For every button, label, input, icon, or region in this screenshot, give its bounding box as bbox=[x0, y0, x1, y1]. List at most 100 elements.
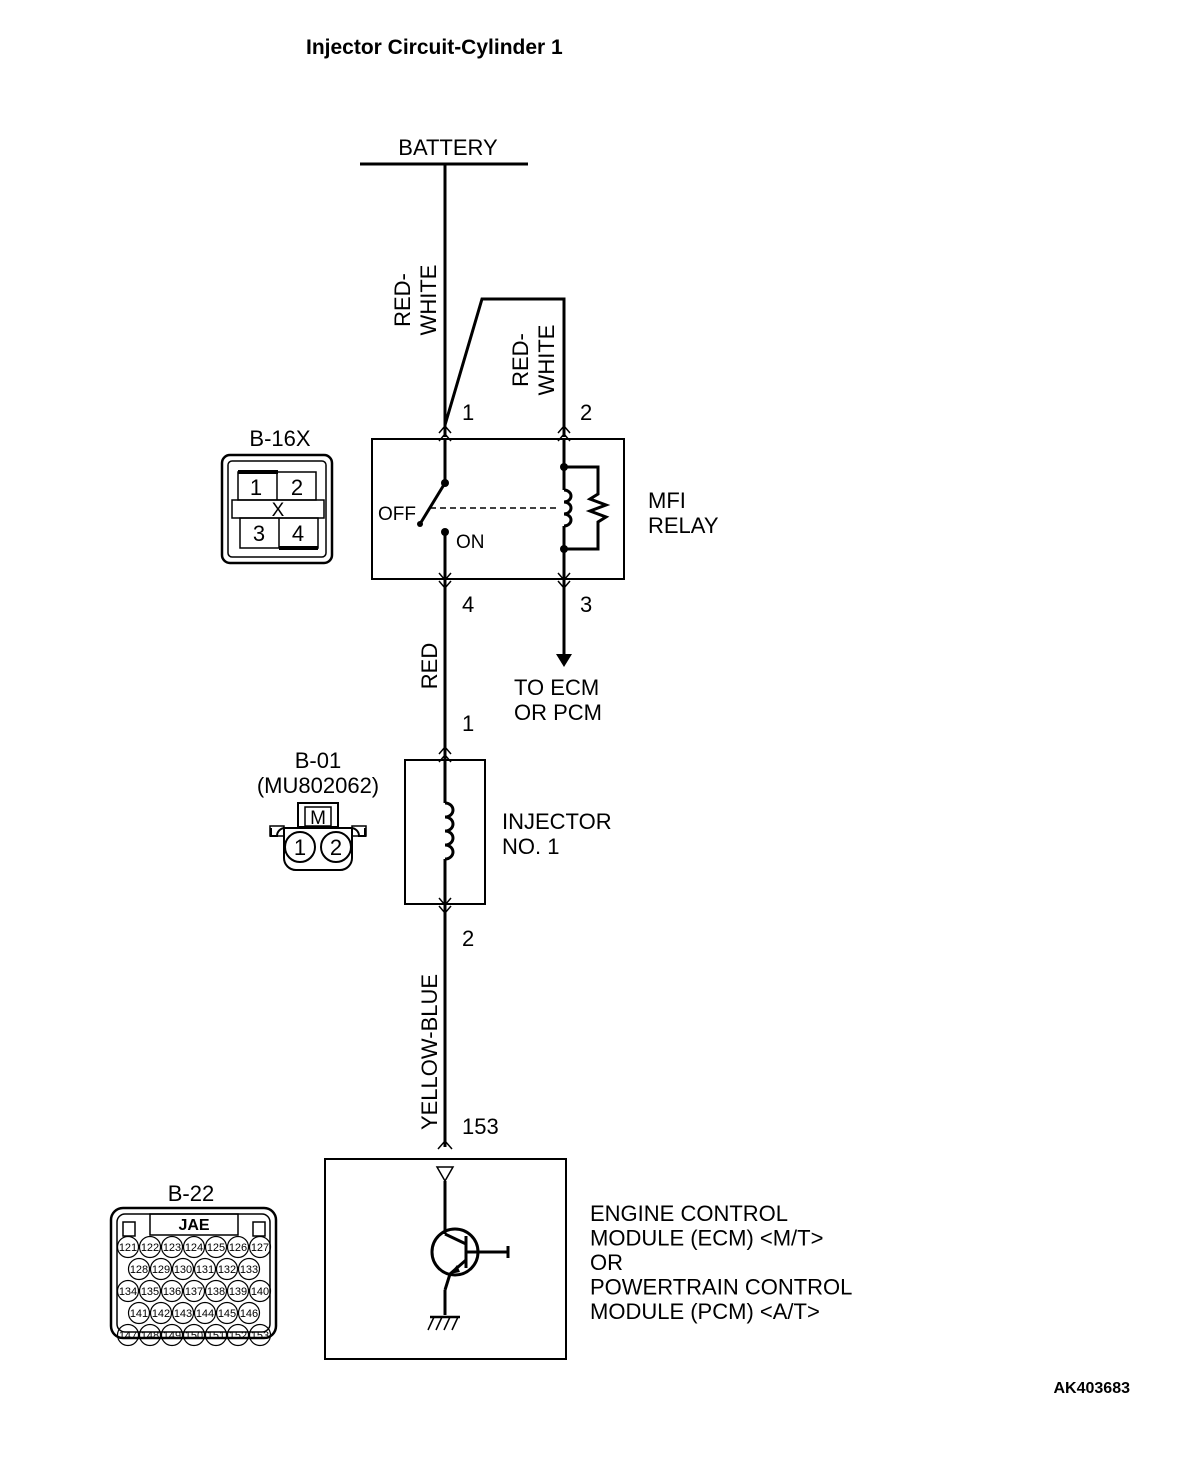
b01-label: B-01 bbox=[295, 748, 341, 773]
b22-pin-label: 122 bbox=[141, 1242, 159, 1254]
b22-pin-label: 141 bbox=[130, 1308, 148, 1320]
b22-pin bbox=[193, 1257, 217, 1281]
battery-label: BATTERY bbox=[398, 135, 498, 160]
b01-pin-1: 1 bbox=[294, 835, 306, 860]
b22-pin-label: 138 bbox=[207, 1286, 225, 1298]
b22-pin bbox=[171, 1301, 195, 1325]
b22-pin-label: 124 bbox=[185, 1242, 203, 1254]
b22-pin bbox=[116, 1323, 140, 1347]
diagram-title: Injector Circuit-Cylinder 1 bbox=[306, 36, 563, 59]
relay-coil bbox=[563, 488, 573, 528]
b22-pin bbox=[248, 1323, 272, 1347]
b22-pin-label: 132 bbox=[218, 1264, 236, 1276]
b22-pin-label: 142 bbox=[152, 1308, 170, 1320]
b22-pin bbox=[160, 1323, 184, 1347]
ecm-terminal-mark bbox=[437, 1139, 453, 1150]
b16x-pin-4: 4 bbox=[292, 521, 304, 546]
b16x-label: B-16X bbox=[249, 426, 310, 451]
b22-pin bbox=[138, 1279, 162, 1303]
b16x-connector-body bbox=[220, 453, 334, 565]
b22-mark: JAE bbox=[178, 1217, 209, 1234]
b22-pin bbox=[226, 1279, 250, 1303]
b22-pin bbox=[204, 1235, 228, 1259]
b16x-mark: X bbox=[272, 500, 285, 521]
b22-pin-label: 131 bbox=[196, 1264, 214, 1276]
b22-pin-label: 153 bbox=[251, 1330, 269, 1342]
b22-pin-label: 140 bbox=[251, 1286, 269, 1298]
b22-pin-label: 147 bbox=[119, 1330, 137, 1342]
b22-pin-label: 146 bbox=[240, 1308, 258, 1320]
b22-pin-label: 137 bbox=[185, 1286, 203, 1298]
b22-pin bbox=[215, 1257, 239, 1281]
b22-pin bbox=[127, 1301, 151, 1325]
svg-text:YELLOW-BLUE: YELLOW-BLUE bbox=[417, 974, 442, 1130]
b22-pin-label: 144 bbox=[196, 1308, 214, 1320]
b22-pin bbox=[237, 1301, 261, 1325]
b22-pin-label: 128 bbox=[130, 1264, 148, 1276]
b22-pin bbox=[171, 1257, 195, 1281]
injector-coil bbox=[444, 801, 455, 861]
b22-pin-label: 150 bbox=[185, 1330, 203, 1342]
b22-pin bbox=[237, 1257, 261, 1281]
b22-pin bbox=[248, 1279, 272, 1303]
wire-label-red-white-2: RED-WHITE bbox=[508, 325, 559, 396]
b22-pin bbox=[138, 1235, 162, 1259]
b22-pin bbox=[116, 1235, 140, 1259]
b22-pin-label: 121 bbox=[119, 1242, 137, 1254]
b22-pin-label: 126 bbox=[229, 1242, 247, 1254]
b22-pin-label: 123 bbox=[163, 1242, 181, 1254]
b22-pin-label: 127 bbox=[251, 1242, 269, 1254]
b22-pin bbox=[160, 1235, 184, 1259]
b16x-pin-2: 2 bbox=[291, 475, 303, 500]
b22-pin-label: 130 bbox=[174, 1264, 192, 1276]
b22-pin-label: 134 bbox=[119, 1286, 137, 1298]
ecm-box bbox=[324, 1158, 567, 1360]
b22-pin bbox=[160, 1279, 184, 1303]
b22-pin-label: 129 bbox=[152, 1264, 170, 1276]
injector-pin-1: 1 bbox=[462, 711, 474, 736]
b22-pin bbox=[127, 1257, 151, 1281]
b22-pin bbox=[149, 1301, 173, 1325]
b22-pin bbox=[116, 1279, 140, 1303]
relay-resistor bbox=[564, 465, 611, 551]
b22-pin-label: 136 bbox=[163, 1286, 181, 1298]
wire-label-red: RED bbox=[417, 643, 442, 689]
b22-label: B-22 bbox=[168, 1181, 214, 1206]
b22-pin bbox=[193, 1301, 217, 1325]
wire-label-red-white-1: RED-WHITE bbox=[390, 265, 441, 336]
b22-pin-label: 149 bbox=[163, 1330, 181, 1342]
to-ecm-arrow bbox=[556, 654, 572, 667]
b22-pin bbox=[138, 1323, 162, 1347]
b22-pin bbox=[226, 1235, 250, 1259]
b22-pin bbox=[182, 1235, 206, 1259]
b22-pin bbox=[149, 1257, 173, 1281]
b22-pin bbox=[182, 1323, 206, 1347]
relay-off-label: OFF bbox=[378, 504, 416, 525]
relay-terminal-marks bbox=[438, 424, 571, 590]
relay-on-label: ON bbox=[456, 532, 485, 553]
relay-pin-3: 3 bbox=[580, 592, 592, 617]
b01-connector-body bbox=[269, 802, 367, 871]
b16x-pin-1: 1 bbox=[250, 475, 262, 500]
svg-text:RED-WHITE: RED-WHITE bbox=[390, 265, 441, 336]
b22-pin bbox=[204, 1279, 228, 1303]
b01-part-number: (MU802062) bbox=[257, 773, 379, 798]
relay-pin-1: 1 bbox=[462, 400, 474, 425]
b22-pin bbox=[248, 1235, 272, 1259]
b22-pin-label: 145 bbox=[218, 1308, 236, 1320]
b22-pin-label: 151 bbox=[207, 1330, 225, 1342]
wire-battery-relay-2 bbox=[443, 297, 566, 437]
b22-pin-label: 148 bbox=[141, 1330, 159, 1342]
b01-mark: M bbox=[310, 808, 326, 829]
wire-label-yellow-blue: YELLOW-BLUE bbox=[417, 974, 442, 1130]
b16x-pin-3: 3 bbox=[253, 521, 265, 546]
svg-text:RED-WHITE: RED-WHITE bbox=[508, 325, 559, 396]
b22-pin-label: 152 bbox=[229, 1330, 247, 1342]
b22-pin bbox=[226, 1323, 250, 1347]
